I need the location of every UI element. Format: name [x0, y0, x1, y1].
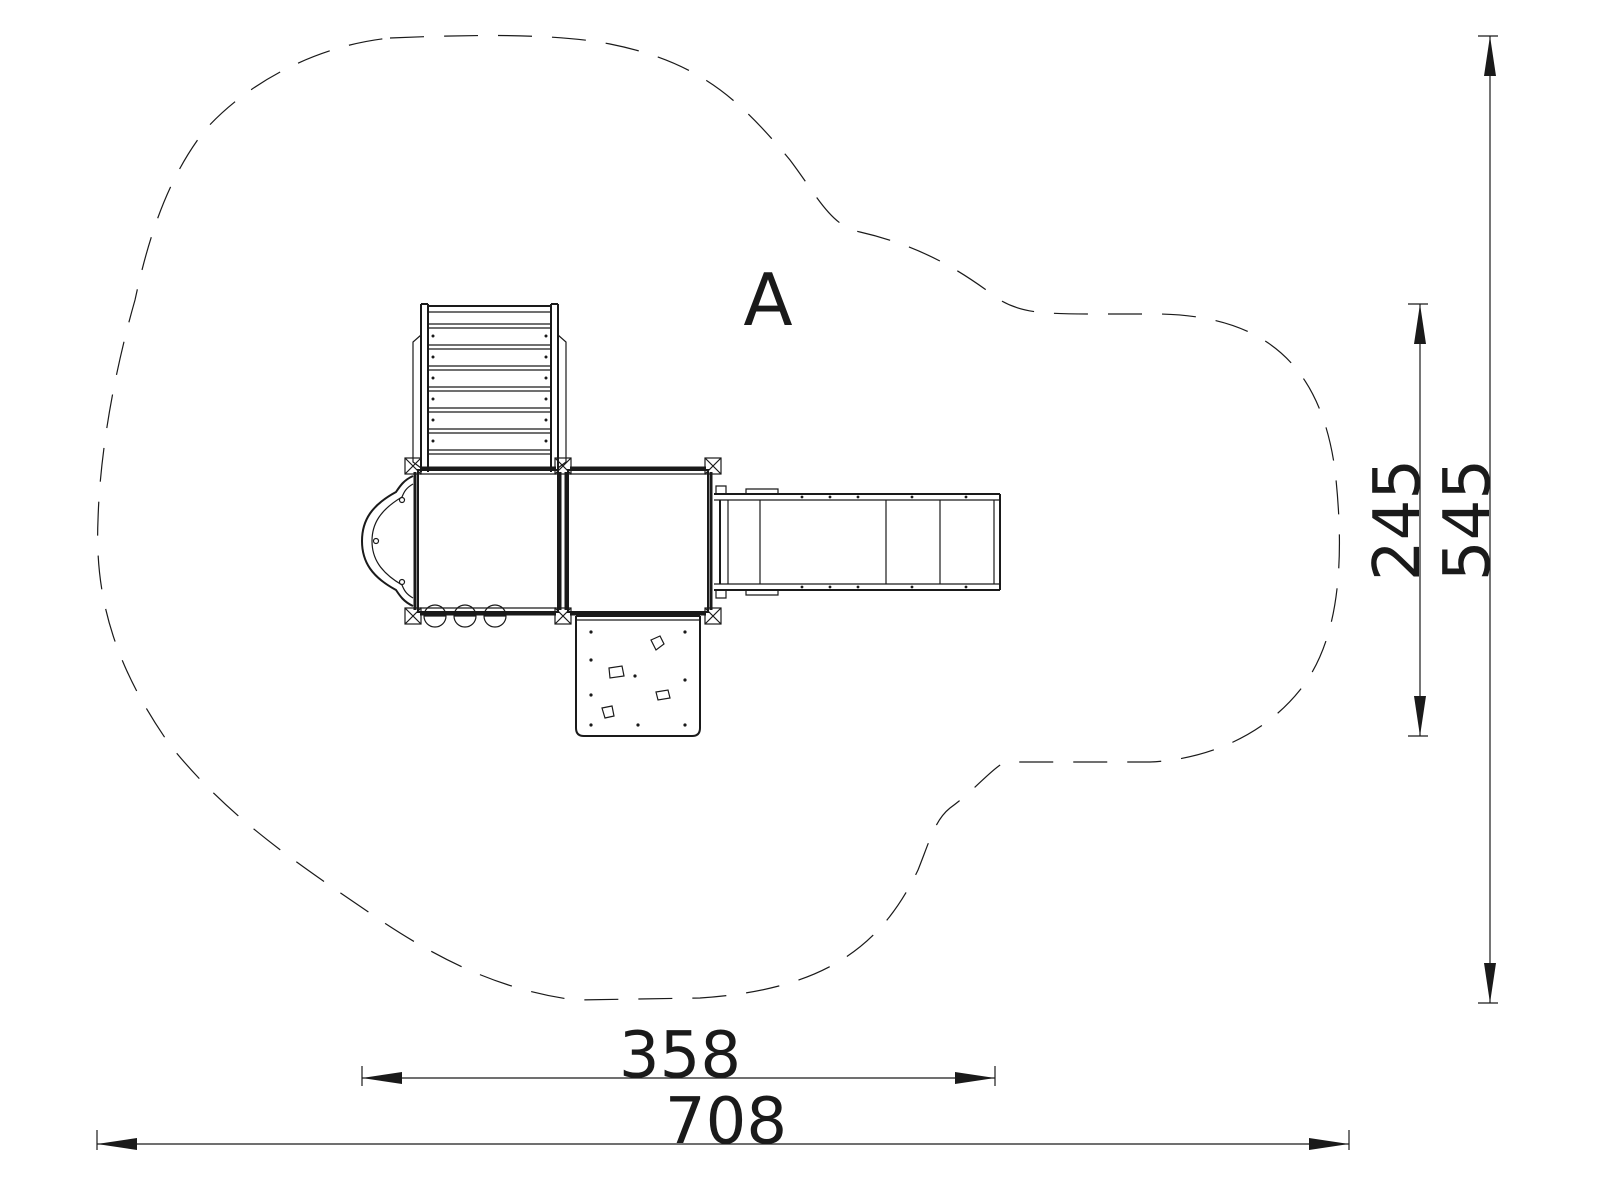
safety-zone-outline — [97, 34, 1340, 1001]
dimension-height-partial-label: 245 — [1361, 459, 1435, 581]
platform-frame — [413, 466, 713, 616]
zone-label: A — [743, 258, 792, 342]
climbing-wall — [575, 615, 701, 737]
play-structure — [360, 303, 1001, 737]
wall-bolts — [589, 630, 687, 727]
dimension-height-total: 545 — [1431, 35, 1505, 1004]
climbing-holds — [601, 635, 671, 719]
dimension-width-partial: 358 — [361, 1019, 996, 1093]
dimension-width-partial-label: 358 — [619, 1019, 741, 1093]
slide-rivets — [800, 495, 968, 589]
dimension-height-partial: 245 — [1361, 303, 1435, 737]
bay-window — [360, 475, 414, 607]
slide — [714, 485, 1001, 599]
dimension-height-total-label: 545 — [1431, 459, 1505, 581]
dimension-width-total-label: 708 — [665, 1085, 787, 1159]
round-handles — [423, 604, 507, 628]
ladder-bolts — [431, 334, 548, 443]
ladder — [412, 303, 567, 472]
dimension-width-total: 708 — [96, 1085, 1350, 1159]
corner-posts — [404, 457, 722, 625]
ladder-steps — [428, 323, 551, 455]
